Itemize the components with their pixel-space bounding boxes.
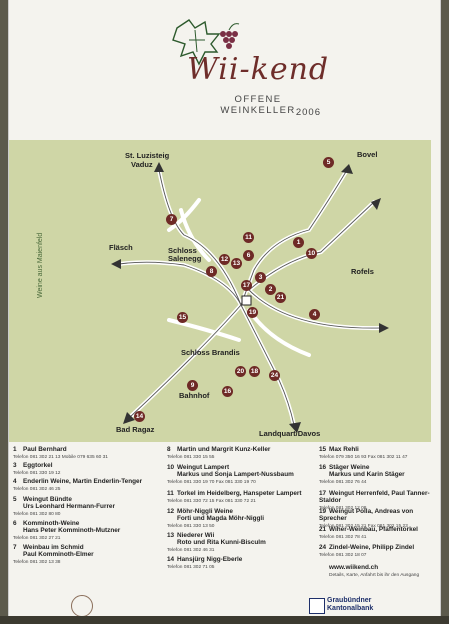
marker-8[interactable]: 8 (206, 266, 217, 277)
marker-1[interactable]: 1 (293, 237, 304, 248)
place-flasch: Fläsch (109, 243, 133, 252)
marker-4[interactable]: 4 (309, 309, 320, 320)
marker-16[interactable]: 16 (222, 386, 233, 397)
place-bahnhof: Bahnhof (179, 391, 210, 400)
road-network (111, 162, 389, 433)
place-st-luzisteig: St. Luzisteig (125, 151, 170, 160)
marker-9[interactable]: 9 (187, 380, 198, 391)
place-vaduz: Vaduz (131, 160, 153, 169)
marker-18[interactable]: 18 (249, 366, 260, 377)
marker-6[interactable]: 6 (243, 250, 254, 261)
brand-title: Wii-kend (187, 52, 330, 87)
marker-7[interactable]: 7 (166, 214, 177, 225)
marker-20[interactable]: 20 (235, 366, 246, 377)
marker-13[interactable]: 13 (231, 258, 242, 269)
place-rofels: Rofels (351, 267, 374, 276)
marker-11[interactable]: 11 (243, 232, 254, 243)
marker-10[interactable]: 10 (306, 248, 317, 259)
marker-21[interactable]: 21 (275, 292, 286, 303)
bank-line-2: Kantonalbank (327, 605, 374, 612)
place-bovel: Bovel (357, 150, 378, 159)
marker-12[interactable]: 12 (219, 254, 230, 265)
wine-map: Weine aus Maienfeld (9, 140, 431, 442)
marker-24[interactable]: 24 (269, 370, 280, 381)
marker-19[interactable]: 19 (247, 307, 258, 318)
subtitle: OFFENE WEINKELLER (220, 94, 296, 116)
maienfeld-seal-icon (71, 595, 93, 617)
place-schloss-salenegg-1: Schloss (168, 246, 197, 255)
marker-14[interactable]: 14 (134, 411, 145, 422)
bank-logo-icon (309, 598, 325, 614)
wine-event-board: Wii-kend OFFENE WEINKELLER 2006 Weine au… (8, 0, 441, 617)
marker-17[interactable]: 17 (241, 280, 252, 291)
marker-5[interactable]: 5 (323, 157, 334, 168)
year: 2006 (295, 107, 321, 118)
place-schloss-brandis: Schloss Brandis (181, 348, 240, 357)
marker-15[interactable]: 15 (177, 312, 188, 323)
board-frame-bottom (0, 616, 449, 624)
marker-2[interactable]: 2 (265, 284, 276, 295)
grape-leaf-logo (172, 19, 240, 66)
bank-line-1: Graubündner (327, 597, 372, 604)
place-bad-ragaz: Bad Ragaz (116, 425, 155, 434)
marker-3[interactable]: 3 (255, 272, 266, 283)
place-landquart-davos: Landquart/Davos (259, 429, 321, 438)
place-schloss-salenegg-2: Salenegg (168, 254, 202, 263)
